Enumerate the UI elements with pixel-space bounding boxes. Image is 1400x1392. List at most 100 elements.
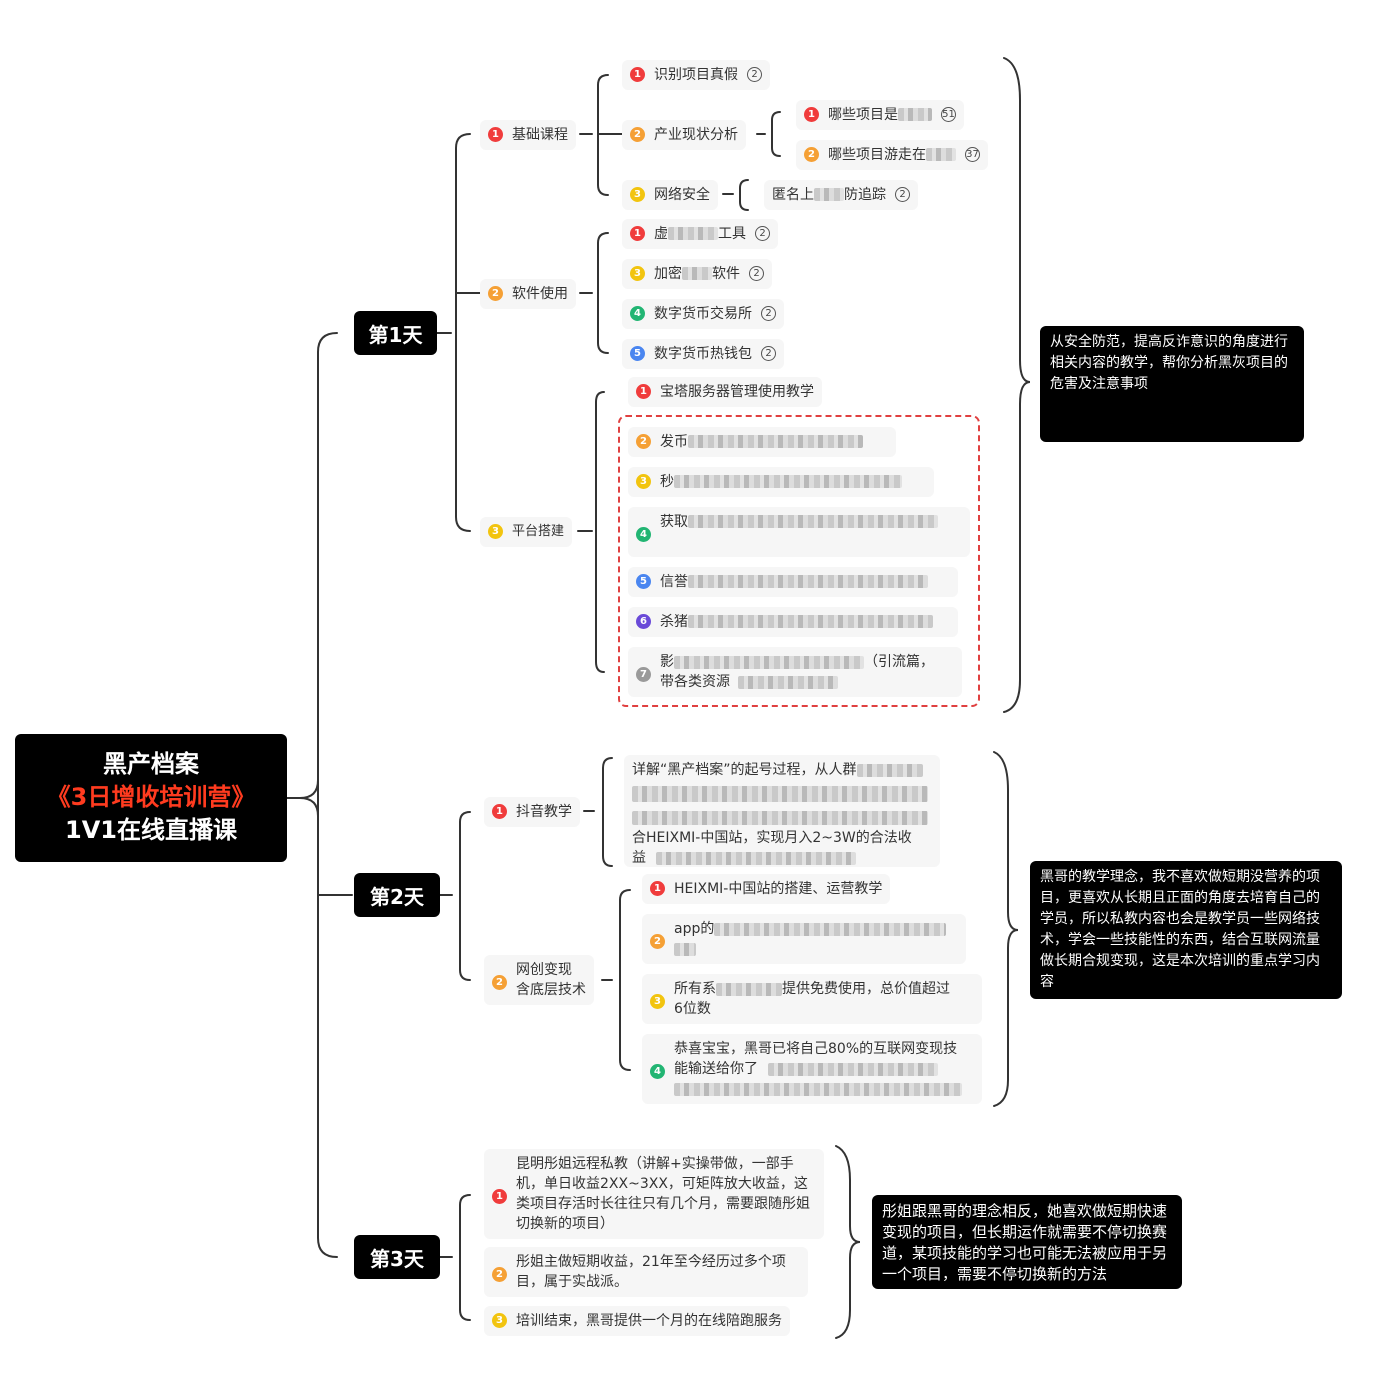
day3-item-3[interactable]: 3 培训结束，黑哥提供一个月的在线陪跑服务 (484, 1306, 790, 1336)
day1-summary-note[interactable]: 从安全防范，提高反诈意识的角度进行相关内容的教学，帮你分析黑灰项目的危害及注意事… (1040, 326, 1304, 442)
douyin-detail-node[interactable]: 详解“黑产档案”的起号过程，从人群 合HEIXMI-中国站，实现月入2~3W的合… (624, 755, 940, 867)
platform-item-label: 杀猪 (660, 614, 688, 630)
topic-industry-analysis[interactable]: 2 产业现状分析 (622, 120, 746, 150)
software-node[interactable]: 2 软件使用 (480, 279, 576, 309)
number-badge: 2 (492, 1267, 507, 1282)
platform-item-3[interactable]: 3 秒 (628, 467, 934, 497)
blurred-text (714, 922, 947, 936)
software-item-2[interactable]: 3 加密 软件 2 (622, 259, 772, 289)
online-item-3-text: 所有系提供免费使用，总价值超过 6位数 (674, 979, 950, 1019)
platform-item-7[interactable]: 7 影（引流篇， 带各类资源 (628, 647, 962, 697)
basic-course-node[interactable]: 1 基础课程 (480, 120, 576, 150)
blurred-text (682, 267, 712, 280)
number-badge: 1 (630, 67, 645, 82)
platform-node[interactable]: 3 平台搭建 (480, 517, 573, 547)
platform-item-6[interactable]: 6 杀猪 (628, 607, 958, 637)
topic-network-security[interactable]: 3 网络安全 (622, 180, 718, 210)
online-item-4[interactable]: 4 恭喜宝宝，黑哥已将自己80%的互联网变现技 能输送给你了 (642, 1034, 982, 1104)
platform-item-2[interactable]: 2 发币 (628, 427, 896, 457)
number-badge: 3 (650, 994, 665, 1009)
child-count-badge[interactable]: 2 (895, 187, 910, 202)
subtopic-anonymous[interactable]: 匿名上 防追踪 2 (764, 180, 918, 210)
child-count-badge[interactable]: 2 (761, 346, 776, 361)
number-badge: 5 (636, 574, 651, 589)
blurred-text (856, 763, 923, 777)
online-item-1[interactable]: 1 HEIXMI-中国站的搭建、运营教学 (642, 874, 891, 904)
blurred-text (656, 851, 856, 865)
subtopic-label: 哪些项目游走在 (828, 147, 926, 163)
douyin-detail-a: 详解“黑产档案”的起号过程，从人群 (632, 762, 857, 778)
day3-item-label: 培训结束，黑哥提供一个月的在线陪跑服务 (516, 1313, 782, 1329)
child-count-badge[interactable]: 2 (761, 306, 776, 321)
platform-item-label-a: 影 (660, 654, 674, 670)
day1-node[interactable]: 第1天 (354, 311, 437, 355)
number-badge: 5 (630, 346, 645, 361)
day3-item-1[interactable]: 1 昆明彤姐远程私教（讲解+实操带做，一部手机，单日收益2XX~3XX，可矩阵放… (484, 1149, 824, 1239)
platform-item-5[interactable]: 5 信誉 (628, 567, 958, 597)
number-badge: 3 (488, 524, 503, 539)
day3-summary-note[interactable]: 彤姐跟黑哥的理念相反，她喜欢做短期快速变现的项目，但长期运作就需要不停切换赛道，… (872, 1195, 1182, 1289)
number-badge: 1 (636, 384, 651, 399)
platform-label: 平台搭建 (512, 524, 565, 539)
platform-item-label: 宝塔服务器管理使用教学 (660, 384, 814, 400)
day2-summary-text: 黑哥的教学理念，我不喜欢做短期没营养的项目，更喜欢从长期且正面的角度去培育自己的… (1040, 869, 1320, 990)
root-node[interactable]: 黑产档案 《3日增收培训营》 1V1在线直播课 (15, 734, 287, 862)
day3-label: 第3天 (370, 1246, 424, 1271)
online-business-node[interactable]: 2 网创变现 含底层技术 (484, 955, 594, 1005)
online-item-label: app的 (674, 921, 715, 937)
subtopic-projects-b[interactable]: 2 哪些项目游走在 37 (796, 140, 988, 170)
basic-course-label: 基础课程 (512, 127, 568, 143)
topic-label: 产业现状分析 (654, 127, 738, 143)
number-badge: 7 (636, 667, 651, 682)
online-item-3[interactable]: 3 所有系提供免费使用，总价值超过 6位数 (642, 974, 982, 1024)
child-count-badge[interactable]: 51 (941, 107, 956, 122)
online-item-4-text: 恭喜宝宝，黑哥已将自己80%的互联网变现技 能输送给你了 (674, 1039, 962, 1099)
topic-label: 网络安全 (654, 187, 710, 203)
number-badge: 3 (492, 1313, 507, 1328)
blurred-text (738, 675, 838, 689)
douyin-detail-b: 合HEIXMI-中国站，实现月入2~3W的合法收 (632, 830, 912, 846)
douyin-detail-c: 益 (632, 850, 646, 866)
day3-item-2[interactable]: 2 彤姐主做短期收益，21年至今经历过多个项目，属于实战派。 (484, 1247, 808, 1297)
blurred-text (688, 435, 863, 448)
number-badge: 1 (492, 1189, 507, 1204)
software-item-1[interactable]: 1 虚 工具 2 (622, 219, 778, 249)
online-item-label-b: 能输送给你了 (674, 1061, 758, 1077)
topic-identify-projects[interactable]: 1 识别项目真假 2 (622, 60, 770, 90)
day2-summary-note[interactable]: 黑哥的教学理念，我不喜欢做短期没营养的项目，更喜欢从长期且正面的角度去培育自己的… (1030, 861, 1342, 999)
platform-item-label: 发币 (660, 434, 688, 450)
platform-item-4[interactable]: 4 获取 (628, 507, 970, 557)
douyin-node[interactable]: 1 抖音教学 (484, 797, 580, 827)
subtopic-label-b: 防追踪 (844, 187, 886, 203)
online-item-label-a: 恭喜宝宝，黑哥已将自己80%的互联网变现技 (674, 1041, 958, 1057)
blurred-text (668, 227, 718, 240)
number-badge: 2 (650, 934, 665, 949)
platform-item-1[interactable]: 1 宝塔服务器管理使用教学 (628, 377, 822, 407)
software-item-3[interactable]: 4 数字货币交易所 2 (622, 299, 784, 329)
day3-summary-text: 彤姐跟黑哥的理念相反，她喜欢做短期快速变现的项目，但长期运作就需要不停切换赛道，… (882, 1202, 1168, 1283)
online-item-2-text: app的 (674, 919, 947, 959)
online-business-text: 网创变现 含底层技术 (516, 960, 586, 1000)
blurred-text (632, 811, 928, 825)
blurred-text (674, 475, 902, 488)
subtopic-projects-a[interactable]: 1 哪些项目是 51 (796, 100, 964, 130)
number-badge: 1 (804, 107, 819, 122)
online-item-label-a: 所有系 (674, 981, 716, 997)
day3-node[interactable]: 第3天 (354, 1235, 440, 1279)
software-item-label: 数字货币交易所 (654, 306, 752, 322)
child-count-badge[interactable]: 2 (747, 67, 762, 82)
platform-item-label: 信誉 (660, 574, 688, 590)
number-badge: 2 (804, 147, 819, 162)
child-count-badge[interactable]: 2 (749, 266, 764, 281)
root-subtitle: 《3日增收培训营》 (46, 783, 256, 811)
software-item-4[interactable]: 5 数字货币热钱包 2 (622, 339, 784, 369)
number-badge: 3 (636, 474, 651, 489)
child-count-badge[interactable]: 2 (755, 226, 770, 241)
blurred-text (632, 786, 928, 802)
blurred-text (688, 575, 928, 588)
online-item-label-b: 提供免费使用，总价值超过 (782, 981, 950, 997)
number-badge: 2 (636, 434, 651, 449)
online-item-2[interactable]: 2 app的 (642, 914, 966, 964)
day2-node[interactable]: 第2天 (354, 873, 440, 917)
child-count-badge[interactable]: 37 (965, 147, 980, 162)
